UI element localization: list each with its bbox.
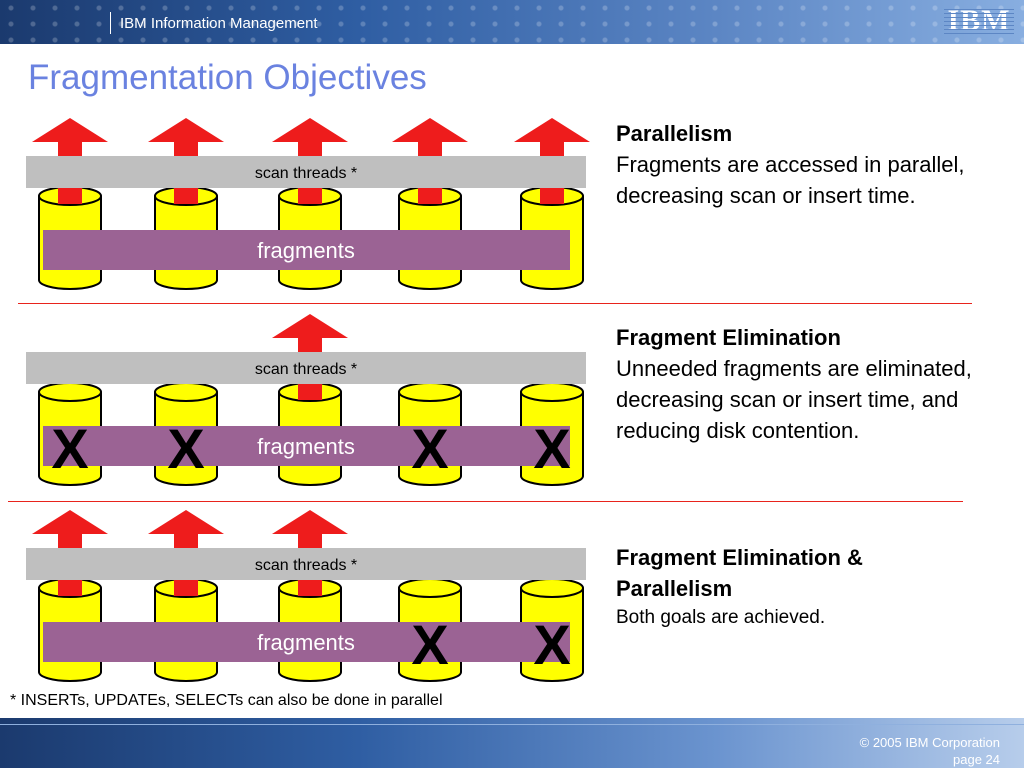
footnote: * INSERTs, UPDATEs, SELECTs can also be …	[10, 692, 443, 709]
parallelism-heading: Parallelism	[616, 121, 733, 146]
footer-bar	[0, 718, 1024, 768]
header-section-title: IBM Information Management	[120, 15, 318, 32]
fragments-label: fragments	[257, 434, 355, 459]
elimination-parallelism-heading-line1: Fragment Elimination &	[616, 545, 863, 570]
disk-bottom-fill	[156, 268, 216, 280]
disk-bottom-fill	[156, 464, 216, 476]
elimination-parallelism-heading-line2: Parallelism	[616, 576, 733, 601]
scan-threads-label: scan threads *	[255, 557, 357, 574]
eliminated-x-mark: X	[51, 417, 88, 480]
fragment-elimination-body: Unneeded fragments are eliminated, decre…	[616, 356, 972, 443]
disk-top	[154, 382, 218, 402]
footer-info: © 2005 IBM Corporation page 24	[860, 734, 1000, 768]
scan-threads-bar	[26, 352, 586, 384]
parallelism-description: Parallelism Fragments are accessed in pa…	[616, 118, 1011, 211]
disk-bottom-fill	[280, 268, 340, 280]
disk-bottom-fill	[522, 660, 582, 672]
arrow-head	[32, 118, 108, 142]
parallelism-diagram: fragments scan threads *	[0, 110, 600, 300]
fragments-bar	[43, 622, 570, 662]
parallelism-diagram-svg: fragments scan threads *	[26, 118, 590, 290]
disk-top	[398, 382, 462, 402]
fragments-label: fragments	[257, 238, 355, 263]
scan-threads-label: scan threads *	[255, 165, 357, 182]
fragment-elimination-description: Fragment Elimination Unneeded fragments …	[616, 322, 1011, 446]
ibm-logo: IBM	[944, 6, 1014, 36]
section-divider-1	[18, 303, 972, 304]
fragments-bar	[43, 426, 570, 466]
arrow-head	[272, 510, 348, 534]
header-pattern	[0, 0, 1024, 44]
scan-threads-label: scan threads *	[255, 361, 357, 378]
disk-bottom-fill	[522, 268, 582, 280]
arrow-head	[32, 510, 108, 534]
disk-bottom-fill	[40, 464, 100, 476]
disk-bottom-fill	[280, 660, 340, 672]
eliminated-x-mark: X	[167, 417, 204, 480]
eliminated-x-mark: X	[411, 417, 448, 480]
copyright-text: © 2005 IBM Corporation	[859, 735, 1000, 750]
disk-bottom-fill	[400, 268, 460, 280]
elimination-parallelism-description: Fragment Elimination & Parallelism Both …	[616, 542, 1011, 632]
elimination-parallelism-body: Both goals are achieved.	[616, 607, 826, 628]
disk-bottom-fill	[522, 464, 582, 476]
scan-threads-bar	[26, 548, 586, 580]
disk-bottom-fill	[400, 660, 460, 672]
fragment-elimination-diagram-svg: fragments scan threads * X X X X	[26, 314, 586, 486]
section-divider-2	[8, 501, 963, 502]
arrow-head	[148, 118, 224, 142]
disk-top	[520, 382, 584, 402]
fragments-bar	[43, 230, 570, 270]
disk-top	[38, 382, 102, 402]
footer-line	[0, 724, 1024, 725]
elimination-parallelism-diagram: fragments scan threads * X X	[0, 502, 600, 692]
disk-top	[520, 578, 584, 598]
header-separator	[110, 12, 111, 34]
elimination-parallelism-diagram-svg: fragments scan threads * X X	[26, 510, 586, 682]
fragment-elimination-heading: Fragment Elimination	[616, 325, 841, 350]
eliminated-x-mark: X	[533, 417, 570, 480]
arrow-head	[272, 118, 348, 142]
disk-top	[398, 578, 462, 598]
disk-bottom-fill	[40, 268, 100, 280]
fragment-elimination-diagram: fragments scan threads * X X X X	[0, 306, 600, 496]
disk-bottom-fill	[400, 464, 460, 476]
eliminated-x-mark: X	[411, 613, 448, 676]
eliminated-x-mark: X	[533, 613, 570, 676]
disk-bottom-fill	[280, 464, 340, 476]
header-bar: IBM Information Management IBM	[0, 0, 1024, 44]
parallelism-body: Fragments are accessed in parallel, decr…	[616, 152, 965, 208]
arrow-head	[392, 118, 468, 142]
disk-bottom-fill	[40, 660, 100, 672]
fragments-label: fragments	[257, 630, 355, 655]
scan-threads-bar	[26, 156, 586, 188]
slide-title: Fragmentation Objectives	[28, 58, 427, 97]
arrow-head	[148, 510, 224, 534]
page-number: page 24	[953, 752, 1000, 767]
arrow-head	[272, 314, 348, 338]
arrow-head	[514, 118, 590, 142]
disk-bottom-fill	[156, 660, 216, 672]
